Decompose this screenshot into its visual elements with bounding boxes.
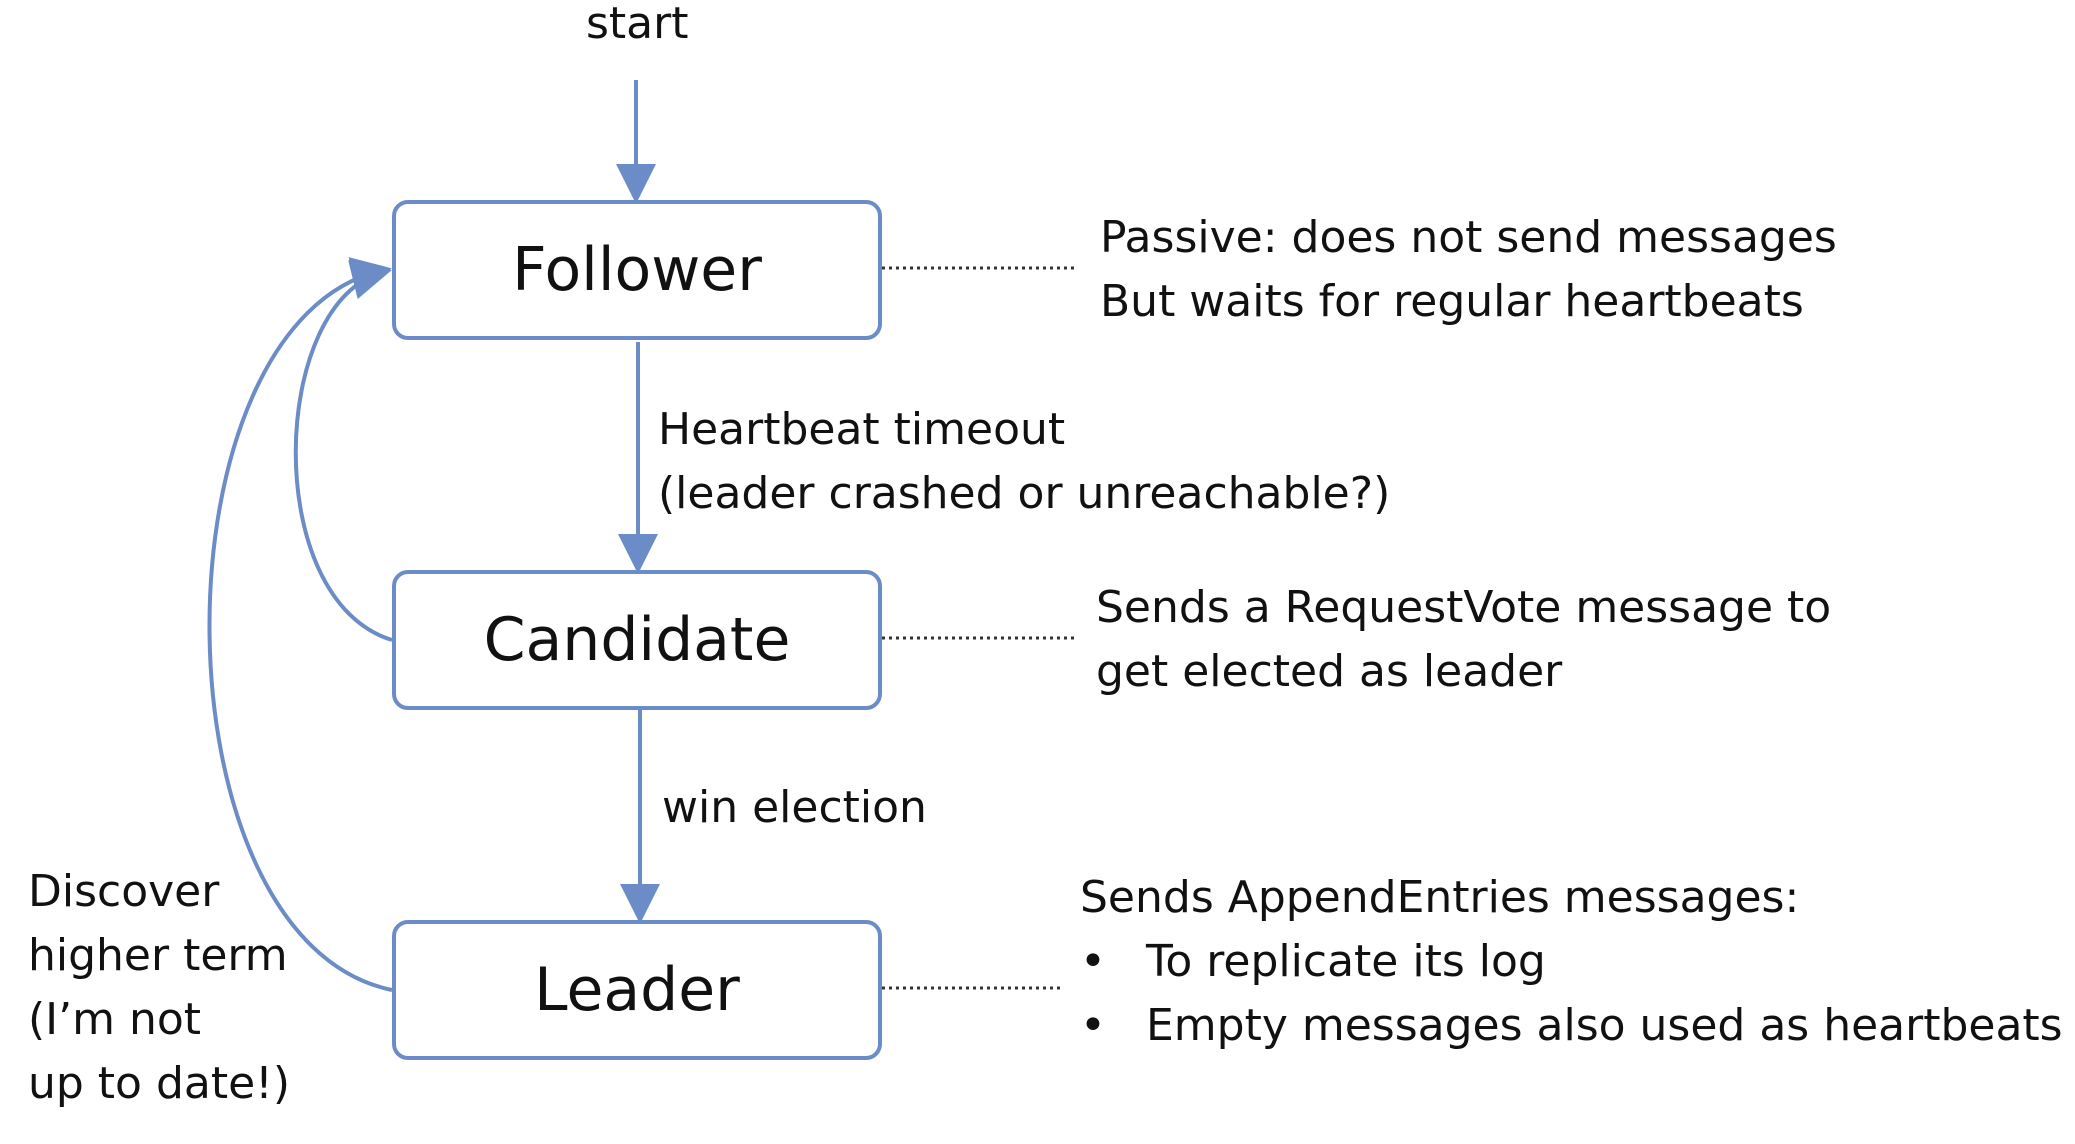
- bullet-icon: •: [1080, 1000, 1106, 1051]
- leader-note-bullet-1-text: To replicate its log: [1146, 936, 1546, 987]
- follower-note-line-1: Passive: does not send messages: [1100, 212, 1837, 263]
- leader-to-follower-arrow: [207, 257, 393, 992]
- follower-state-box: Follower: [392, 200, 882, 340]
- follower-note: Passive: does not send messages But wait…: [1100, 206, 1837, 334]
- candidate-state-label: Candidate: [483, 605, 791, 675]
- leader-note-bullet-1: • To replicate its log: [1080, 930, 2063, 994]
- start-label: start: [586, 0, 689, 49]
- leader-state-label: Leader: [534, 955, 740, 1025]
- candidate-state-box: Candidate: [392, 570, 882, 710]
- discover-higher-term-line-3: (I’m not: [28, 994, 202, 1045]
- follower-note-line-2: But waits for regular heartbeats: [1100, 276, 1804, 327]
- heartbeat-timeout-line-1: Heartbeat timeout: [658, 404, 1066, 455]
- leader-note: Sends AppendEntries messages: • To repli…: [1080, 866, 2063, 1058]
- leader-note-bullet-2: • Empty messages also used as heartbeats: [1080, 994, 2063, 1058]
- candidate-note-line-1: Sends a RequestVote message to: [1096, 582, 1832, 633]
- discover-higher-term-line-2: higher term: [28, 930, 288, 981]
- leader-state-box: Leader: [392, 920, 882, 1060]
- candidate-to-follower-arrow: [293, 260, 393, 642]
- discover-higher-term-label: Discover higher term (I’m not up to date…: [28, 860, 290, 1116]
- discover-higher-term-line-4: up to date!): [28, 1058, 290, 1109]
- leader-note-heading: Sends AppendEntries messages:: [1080, 872, 1800, 923]
- discover-higher-term-line-1: Discover: [28, 866, 220, 917]
- candidate-note: Sends a RequestVote message to get elect…: [1096, 576, 1831, 704]
- bullet-icon: •: [1080, 936, 1106, 987]
- follower-state-label: Follower: [512, 235, 762, 305]
- candidate-note-line-2: get elected as leader: [1096, 646, 1563, 697]
- leader-note-bullet-2-text: Empty messages also used as heartbeats: [1146, 1000, 2063, 1051]
- heartbeat-timeout-label: Heartbeat timeout (leader crashed or unr…: [658, 398, 1390, 526]
- heartbeat-timeout-line-2: (leader crashed or unreachable?): [658, 468, 1391, 519]
- win-election-label: win election: [662, 782, 927, 833]
